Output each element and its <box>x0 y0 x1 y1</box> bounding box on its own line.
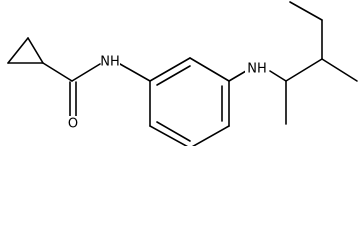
bond-c3-methyl <box>321 58 358 82</box>
bond-benzene-2 <box>189 57 230 82</box>
bond-benzene-inner-3 <box>156 121 191 142</box>
bond-benzene-4 <box>191 125 230 146</box>
bond-nh-to-benzene <box>119 63 151 82</box>
bond-cyclopropyl-top <box>27 37 44 64</box>
bond-ch2-to-ch3 <box>289 1 323 21</box>
bond-amine-to-chiral-c <box>269 70 287 82</box>
atom-labels: NH NH O <box>66 54 267 132</box>
amide-nh-label: NH <box>100 55 120 70</box>
chemical-structure: NH NH O <box>7 1 358 146</box>
bond-c2-to-c3 <box>285 58 323 82</box>
amine-nh-label: NH <box>247 62 267 77</box>
bond-carbonyl-to-nh <box>71 63 101 82</box>
carbonyl-oxygen-label: O <box>68 117 78 132</box>
bond-benzene-5 <box>149 125 189 146</box>
bond-benzene-to-amine <box>228 70 247 82</box>
bond-ring-to-carbonyl <box>42 62 73 82</box>
bond-cyclopropyl-left <box>7 37 29 64</box>
bonds <box>7 1 358 146</box>
bond-benzene-inner-1 <box>156 65 191 86</box>
bond-benzene-1 <box>149 57 191 82</box>
